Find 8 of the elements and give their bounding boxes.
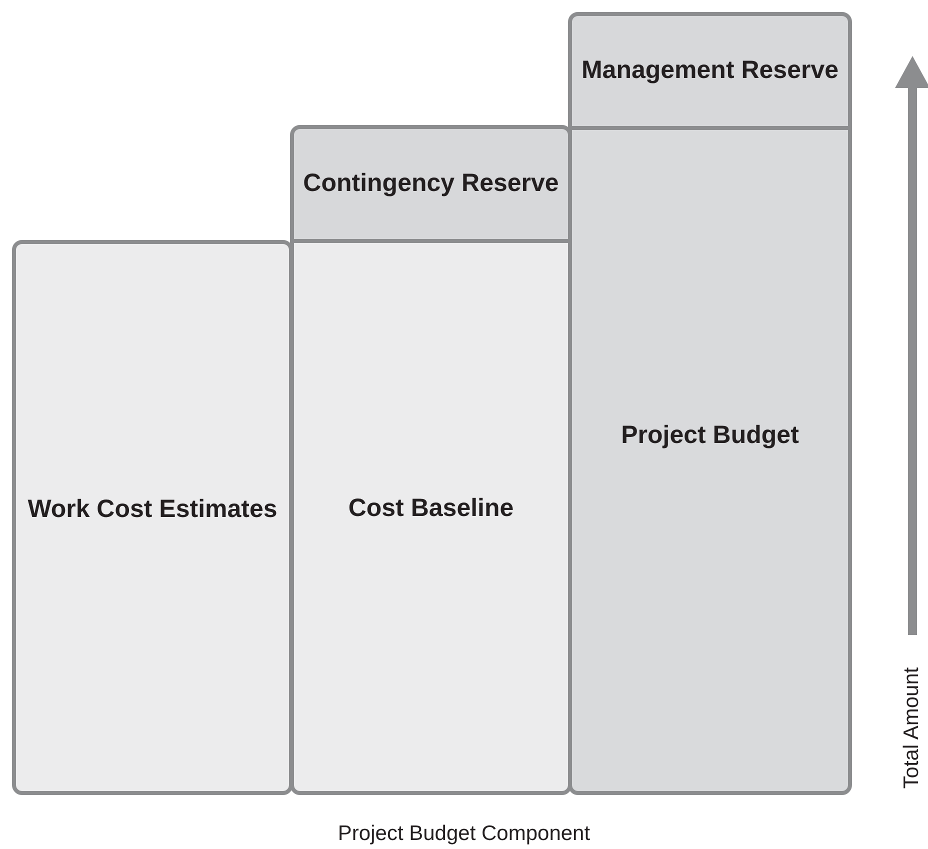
- block-label: Cost Baseline: [348, 493, 514, 524]
- axis-title: Total Amount: [900, 667, 924, 789]
- budget-block: [12, 240, 293, 795]
- block-label: Work Cost Estimates: [28, 494, 278, 525]
- block-label: Contingency Reserve: [303, 168, 559, 200]
- block-label: Management Reserve: [581, 55, 839, 86]
- block-label: Project Budget: [621, 420, 799, 451]
- axis-title: Project Budget Component: [338, 822, 590, 846]
